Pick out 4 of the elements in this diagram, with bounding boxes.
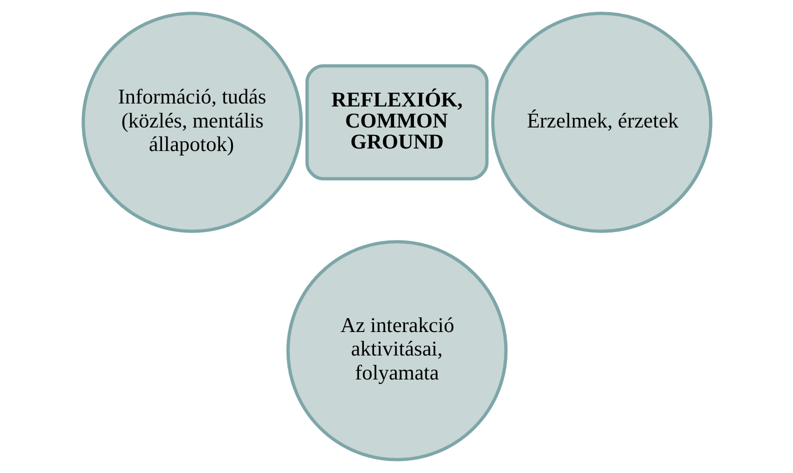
node-box: REFLEXIÓK, COMMON GROUND [304,64,488,180]
node-circle: Az interakció aktivitásai, folyamata [286,240,508,462]
node-circle: Érzelmek, érzetek [490,12,712,233]
node-circle: Információ, tudás (közlés, mentális állapotok) [81,12,302,233]
